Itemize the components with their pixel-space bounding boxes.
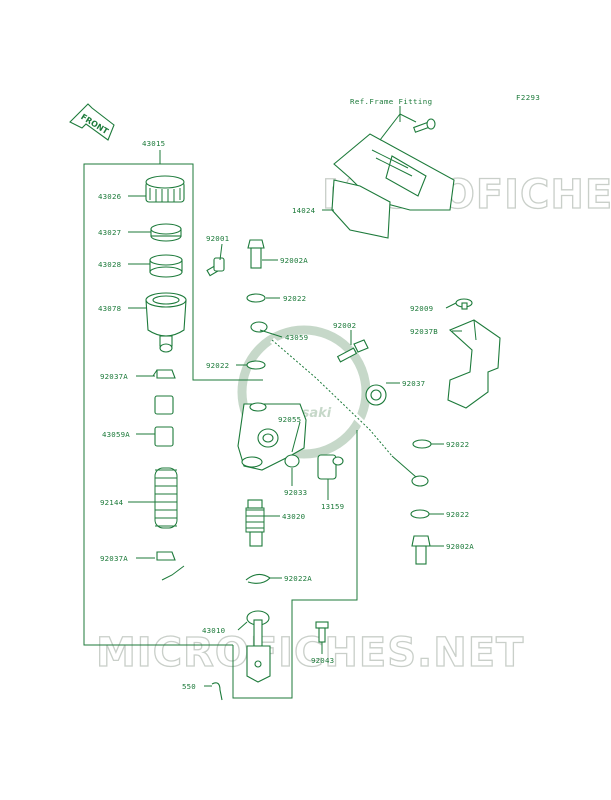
- label-92037a-bottom: 92037A: [100, 554, 128, 563]
- label-92009: 92009: [410, 304, 433, 313]
- joint: [317, 454, 344, 480]
- assembly-frame: [83, 150, 358, 699]
- label-43078: 43078: [98, 304, 121, 313]
- master-cylinder-body: [237, 402, 307, 471]
- bolt-92002a-bottom: [411, 535, 431, 565]
- label-43015: 43015: [142, 139, 165, 148]
- label-92022-c: 92022: [446, 440, 469, 449]
- piston-assembly: [245, 499, 265, 547]
- hose-clamp-bottom: [156, 551, 185, 581]
- label-92043: 92043: [311, 656, 334, 665]
- spring: [154, 467, 178, 529]
- label-92002a-bottom: 92002A: [446, 542, 474, 551]
- leader-lines: [128, 106, 462, 687]
- part-labels: 43015 43026 43027 43028 43078 92037A 430…: [98, 97, 474, 691]
- screw-92009: [455, 298, 473, 310]
- cotter-pin: [211, 682, 223, 701]
- label-43027: 43027: [98, 228, 121, 237]
- o-ring: [284, 454, 300, 468]
- reservoir: [145, 292, 187, 353]
- diaphragm-plate: [150, 223, 182, 242]
- frame-bolt: [413, 118, 436, 133]
- grommet: [365, 384, 387, 406]
- label-43026: 43026: [98, 192, 121, 201]
- label-92022-d: 92022: [446, 510, 469, 519]
- reference-label: Ref.Frame Fitting: [350, 97, 432, 106]
- label-92037: 92037: [402, 379, 425, 388]
- hose-short: [154, 395, 174, 447]
- label-550: 550: [182, 682, 196, 691]
- bolt-92002: [336, 339, 369, 363]
- label-92055: 92055: [278, 415, 301, 424]
- label-92144: 92144: [100, 498, 124, 507]
- watermark-bottom: MICROFICHES.NET: [96, 630, 524, 676]
- hose-clamp-top: [152, 369, 176, 379]
- front-arrow-icon: FRONT: [69, 103, 115, 141]
- brake-hose: [250, 321, 429, 487]
- washer-92022-b: [246, 360, 266, 370]
- label-92037b: 92037B: [410, 327, 438, 336]
- screw-92001: [206, 257, 225, 277]
- label-43059a: 43059A: [102, 430, 130, 439]
- label-43059: 43059: [285, 333, 308, 342]
- label-43020: 43020: [282, 512, 305, 521]
- label-13159: 13159: [321, 502, 344, 511]
- reservoir-cap: [145, 175, 185, 203]
- bolt-92002a-top: [247, 239, 265, 269]
- diaphragm: [149, 254, 183, 278]
- label-43010: 43010: [202, 626, 225, 635]
- frame-cover: [331, 133, 455, 239]
- label-92022a: 92022A: [284, 574, 312, 583]
- washer-92022-c: [412, 439, 432, 449]
- label-92002: 92002: [333, 321, 356, 330]
- label-92001: 92001: [206, 234, 229, 243]
- label-92037a-top: 92037A: [100, 372, 128, 381]
- washer-92022-d: [410, 509, 430, 519]
- washer-92022-a: [246, 293, 266, 303]
- label-14024: 14024: [292, 206, 316, 215]
- push-rod: [246, 610, 271, 683]
- circlip: [245, 573, 271, 584]
- label-43028: 43028: [98, 260, 121, 269]
- label-92022-b: 92022: [206, 361, 229, 370]
- diagram-id: F2293: [516, 93, 540, 102]
- label-92002a-top: 92002A: [280, 256, 308, 265]
- label-92033: 92033: [284, 488, 307, 497]
- bracket: [447, 319, 501, 409]
- label-92022-a: 92022: [283, 294, 306, 303]
